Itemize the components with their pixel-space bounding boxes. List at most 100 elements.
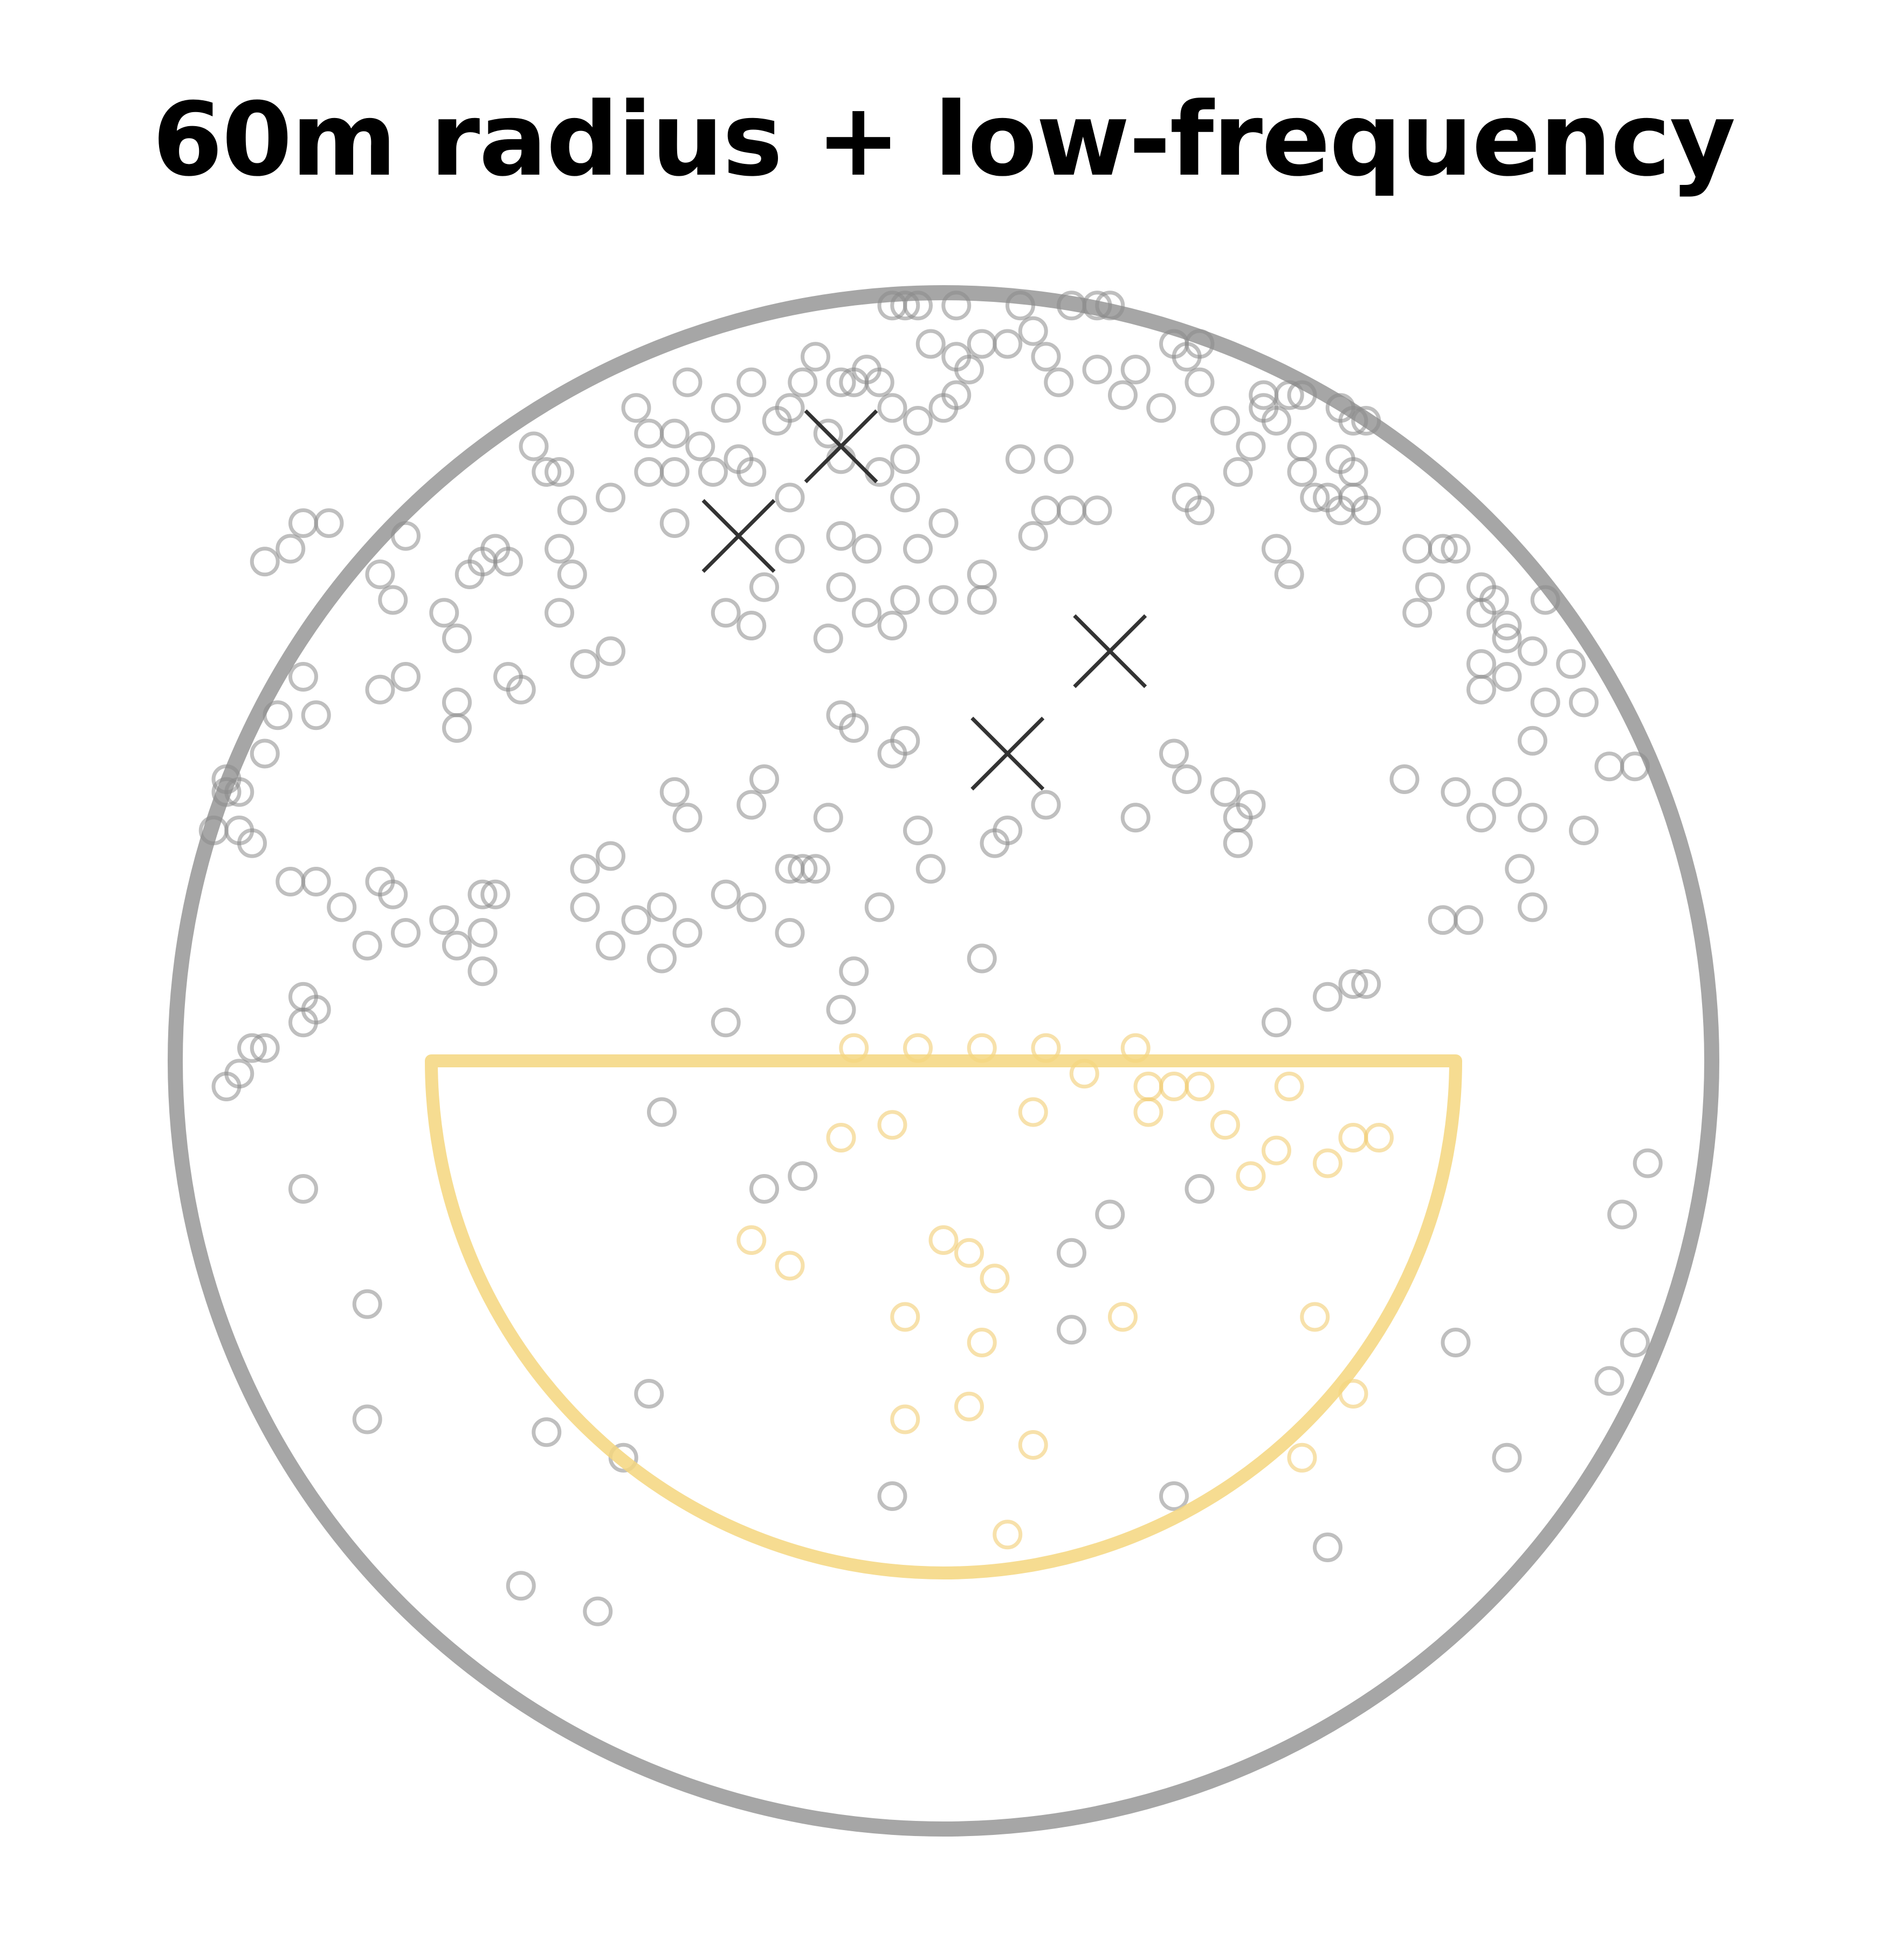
data-point bbox=[250, 1033, 280, 1063]
data-point bbox=[928, 585, 959, 615]
data-point bbox=[1313, 982, 1342, 1012]
data-point bbox=[263, 700, 293, 730]
data-point bbox=[890, 444, 920, 474]
data-point bbox=[583, 1596, 613, 1626]
data-point bbox=[980, 828, 1010, 858]
data-point bbox=[1505, 854, 1535, 884]
data-point bbox=[1095, 291, 1125, 321]
data-point bbox=[801, 342, 830, 372]
data-point bbox=[1108, 380, 1138, 410]
data-point-inside bbox=[1018, 1097, 1048, 1127]
data-point bbox=[724, 444, 754, 474]
data-point bbox=[1633, 1148, 1663, 1178]
data-point bbox=[570, 649, 600, 679]
data-point bbox=[276, 534, 306, 564]
data-point bbox=[826, 367, 856, 397]
data-point bbox=[1082, 291, 1112, 321]
data-point bbox=[903, 534, 933, 564]
data-point bbox=[852, 598, 881, 628]
data-point bbox=[1236, 431, 1266, 461]
data-point bbox=[314, 508, 344, 538]
data-point bbox=[1095, 1199, 1125, 1230]
data-point bbox=[1287, 380, 1317, 410]
data-point bbox=[557, 560, 587, 589]
data-point bbox=[198, 816, 229, 845]
data-point bbox=[1184, 329, 1215, 359]
data-point bbox=[1172, 764, 1202, 794]
data-point bbox=[506, 674, 536, 705]
data-point bbox=[1274, 380, 1304, 410]
data-point bbox=[954, 355, 984, 384]
data-point bbox=[545, 457, 574, 487]
data-point bbox=[967, 585, 997, 615]
data-point bbox=[301, 700, 331, 730]
data-point bbox=[915, 329, 946, 359]
data-point bbox=[442, 623, 472, 653]
data-point-inside bbox=[1018, 1430, 1048, 1460]
data-point-inside bbox=[1133, 1072, 1163, 1101]
data-point bbox=[288, 1174, 318, 1204]
data-point-inside bbox=[954, 1391, 984, 1421]
data-point bbox=[749, 764, 779, 794]
data-point bbox=[1262, 406, 1291, 436]
data-point bbox=[1530, 687, 1560, 717]
data-point bbox=[672, 367, 703, 397]
data-point-inside bbox=[1159, 1072, 1189, 1101]
data-point bbox=[1428, 905, 1458, 935]
data-point bbox=[1569, 816, 1599, 845]
data-point bbox=[1402, 534, 1433, 564]
data-point bbox=[647, 1097, 677, 1127]
data-point bbox=[211, 1072, 242, 1101]
data-point-inside bbox=[1236, 1161, 1266, 1191]
data-point bbox=[596, 636, 625, 666]
data-point bbox=[1492, 777, 1522, 807]
data-point bbox=[903, 406, 933, 436]
data-point bbox=[852, 534, 881, 564]
data-point-inside bbox=[890, 1302, 920, 1332]
data-point bbox=[480, 879, 511, 909]
data-point bbox=[596, 482, 625, 513]
data-point bbox=[1082, 495, 1112, 526]
data-point bbox=[839, 956, 869, 986]
data-point bbox=[1492, 662, 1522, 692]
data-point bbox=[1159, 739, 1189, 769]
data-point bbox=[1006, 291, 1035, 321]
data-point bbox=[1274, 560, 1304, 589]
data-point bbox=[1184, 1174, 1215, 1204]
data-point bbox=[736, 790, 767, 820]
data-point bbox=[1441, 534, 1471, 564]
data-point bbox=[1594, 751, 1624, 782]
data-point bbox=[1479, 585, 1509, 615]
data-point bbox=[1556, 649, 1586, 679]
data-point bbox=[839, 367, 869, 397]
data-point bbox=[1402, 598, 1433, 628]
data-point bbox=[1518, 892, 1547, 922]
data-point bbox=[352, 1289, 382, 1319]
data-point bbox=[685, 431, 715, 461]
data-point bbox=[467, 879, 498, 909]
data-point bbox=[864, 892, 894, 922]
data-point bbox=[365, 867, 395, 896]
cross-stroke bbox=[1073, 614, 1147, 688]
data-point bbox=[826, 995, 856, 1025]
data-point bbox=[775, 482, 805, 513]
data-point bbox=[788, 1161, 818, 1191]
data-point bbox=[288, 662, 318, 692]
cross-marker bbox=[804, 409, 878, 484]
data-point bbox=[813, 418, 843, 448]
data-point bbox=[327, 892, 357, 922]
data-point bbox=[1454, 905, 1484, 935]
data-point bbox=[736, 892, 767, 922]
data-point bbox=[1287, 431, 1317, 461]
data-point bbox=[864, 457, 894, 487]
data-point bbox=[1518, 803, 1547, 833]
data-point bbox=[1428, 534, 1458, 564]
data-point-inside bbox=[967, 1328, 997, 1357]
data-point bbox=[672, 803, 703, 833]
data-point bbox=[1518, 726, 1547, 756]
data-point bbox=[698, 457, 728, 487]
data-point bbox=[1057, 1238, 1086, 1268]
data-point bbox=[801, 854, 830, 884]
crosses-layer bbox=[701, 409, 1147, 791]
data-point bbox=[352, 1404, 382, 1434]
